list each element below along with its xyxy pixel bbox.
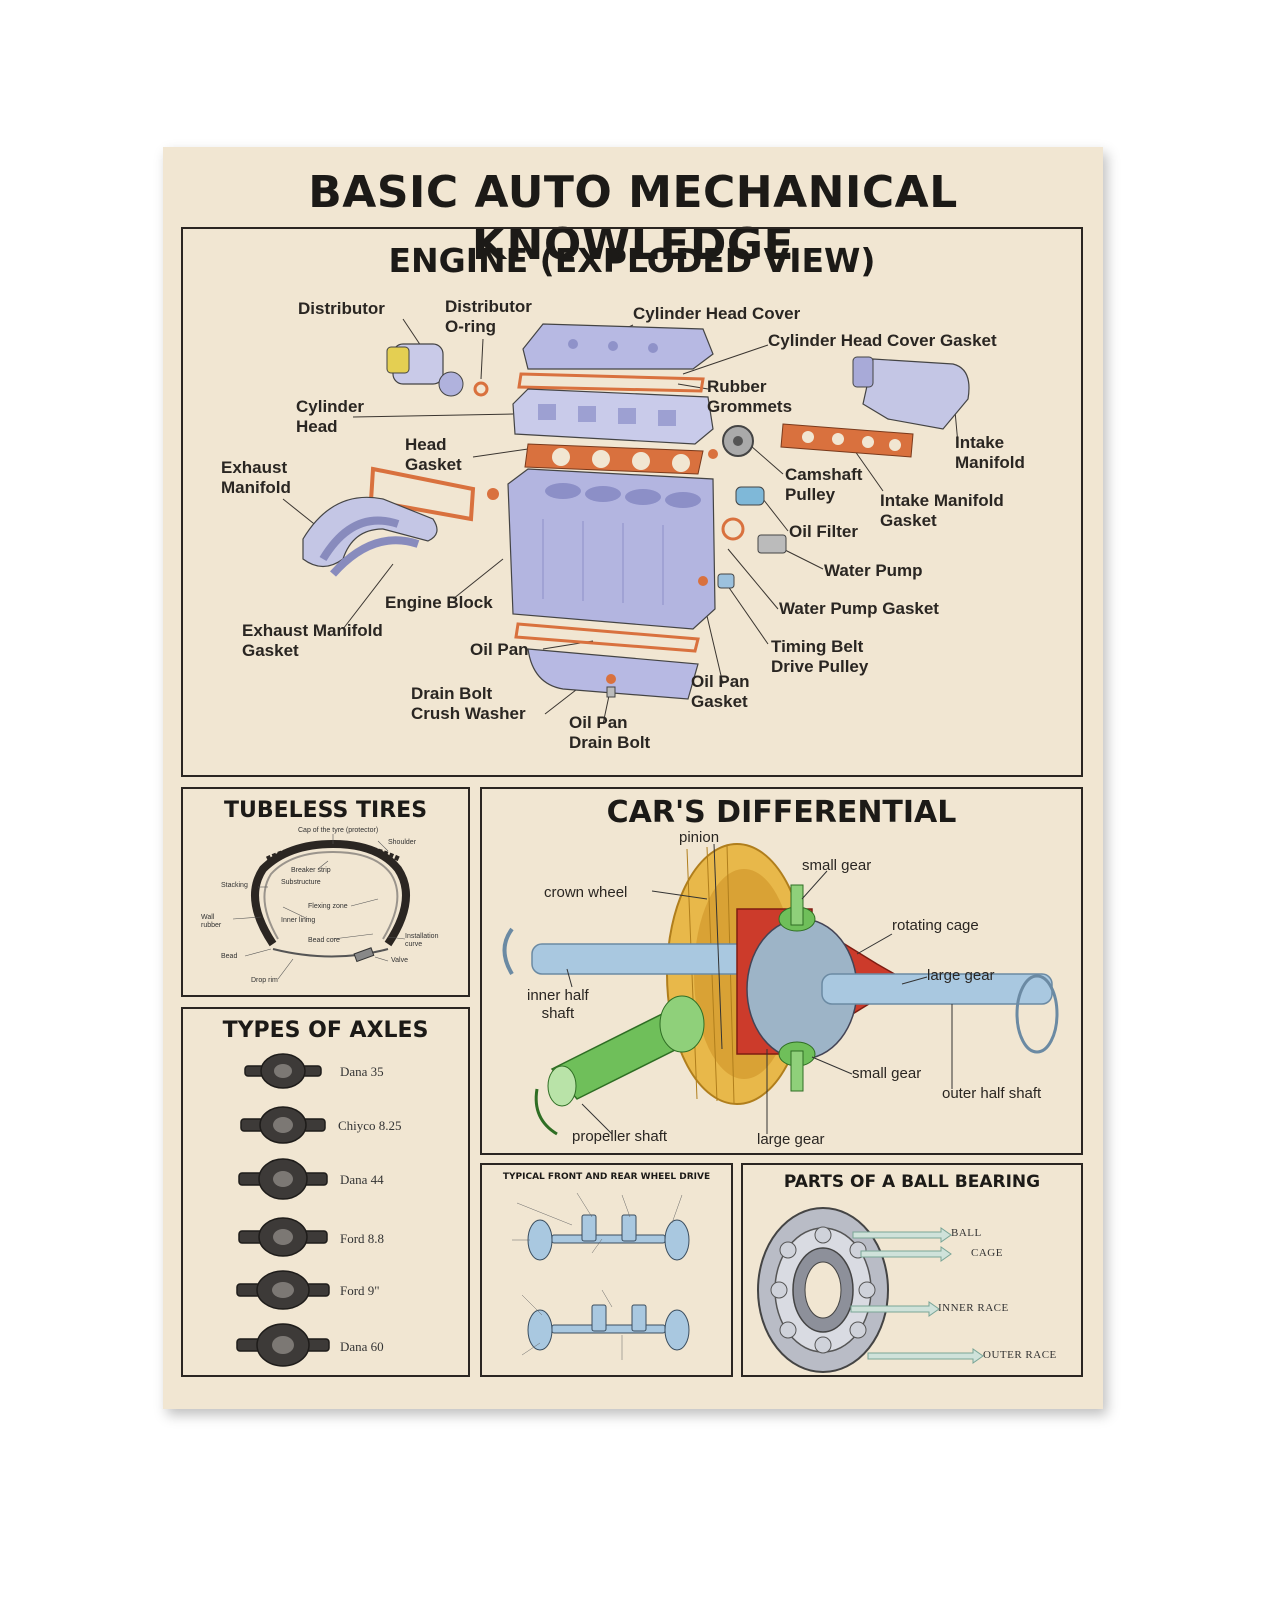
label-cylinder-head: Cylinder Head bbox=[296, 397, 365, 436]
tire-label-bead: Bead bbox=[221, 953, 238, 960]
label-camshaft-pulley: Camshaft Pulley bbox=[785, 465, 863, 504]
diff-label-inner-half-shaft: inner half shaft bbox=[527, 987, 589, 1022]
tire-label-valve: Valve bbox=[391, 957, 408, 964]
label-water-pump-gasket: Water Pump Gasket bbox=[779, 599, 939, 618]
differential-title: CAR'S DIFFERENTIAL bbox=[606, 795, 957, 830]
poster: BASIC AUTO MECHANICAL KNOWLEDGE ENGINE (… bbox=[163, 147, 1103, 1409]
bearing-label-cage: CAGE bbox=[971, 1247, 1003, 1259]
engine-title: ENGINE (EXPLODED VIEW) bbox=[388, 241, 876, 280]
tire-label-breaker: Breaker strip bbox=[291, 867, 331, 874]
axle-label-ford-88: Ford 8.8 bbox=[340, 1231, 385, 1246]
tire-label-shoulder: Shoulder bbox=[388, 839, 417, 846]
axle-label-dana-60: Dana 60 bbox=[340, 1339, 384, 1354]
diff-label-crown-wheel: crown wheel bbox=[544, 884, 628, 901]
wheel-drive-panel: TYPICAL FRONT AND REAR WHEEL DRIVE bbox=[480, 1163, 733, 1377]
differential-illustration bbox=[502, 843, 1059, 1136]
tire-label-substructure: Substructure bbox=[281, 879, 321, 886]
diff-label-rotating-cage: rotating cage bbox=[892, 917, 979, 934]
bearing-title: PARTS OF A BALL BEARING bbox=[783, 1172, 1041, 1192]
axle-label-chiyco-825: Chiyco 8.25 bbox=[338, 1118, 402, 1133]
tires-title: TUBELESS TIRES bbox=[223, 798, 428, 823]
tire-label-cap: Cap of the tyre (protector) bbox=[298, 827, 379, 834]
bearing-label-inner-race: INNER RACE bbox=[938, 1302, 1009, 1314]
tire-label-bead-core: Bead core bbox=[308, 937, 340, 944]
label-distributor-oring: Distributor O-ring bbox=[445, 297, 532, 336]
bearing-label-outer-race: OUTER RACE bbox=[983, 1349, 1057, 1361]
tire-cross-section bbox=[232, 834, 410, 980]
axles-title: TYPES OF AXLES bbox=[222, 1018, 429, 1043]
diff-label-small-gear-bottom: small gear bbox=[852, 1065, 922, 1082]
label-oil-pan-drain-bolt: Oil Pan Drain Bolt bbox=[569, 713, 651, 752]
label-exhaust-manifold: Exhaust Manifold bbox=[221, 458, 291, 497]
diff-label-outer-half-shaft: outer half shaft bbox=[942, 1085, 1042, 1102]
axle-label-dana-35: Dana 35 bbox=[340, 1064, 384, 1079]
axle-label-dana-44: Dana 44 bbox=[340, 1172, 384, 1187]
label-drain-bolt-crush-washer: Drain Bolt Crush Washer bbox=[411, 684, 526, 723]
tire-label-wall: Wall rubber bbox=[201, 914, 222, 929]
label-timing-belt-drive-pulley: Timing Belt Drive Pulley bbox=[771, 637, 869, 676]
axle-label-ford-9: Ford 9" bbox=[340, 1283, 380, 1298]
label-head-gasket: Head Gasket bbox=[405, 435, 462, 474]
tire-label-stacking: Stacking bbox=[221, 882, 248, 889]
label-distributor: Distributor bbox=[298, 299, 385, 318]
wheel-drive-illustration bbox=[512, 1192, 690, 1360]
bearing-label-ball: BALL bbox=[951, 1227, 982, 1239]
engine-illustration bbox=[282, 318, 970, 725]
diff-label-large-gear-right: large gear bbox=[927, 967, 995, 984]
tire-label-inner-lining: Inner lining bbox=[281, 917, 316, 924]
ball-bearing-illustration bbox=[757, 1207, 984, 1373]
diff-label-small-gear-top: small gear bbox=[802, 857, 872, 874]
axle-housings bbox=[236, 1053, 330, 1367]
diff-label-pinion: pinion bbox=[679, 829, 720, 846]
tire-label-installation: Installation curve bbox=[405, 933, 439, 948]
diff-label-large-gear-bottom: large gear bbox=[757, 1131, 825, 1148]
label-intake-manifold: Intake Manifold bbox=[955, 433, 1025, 472]
label-water-pump: Water Pump bbox=[824, 561, 923, 580]
wheel-drive-title: TYPICAL FRONT AND REAR WHEEL DRIVE bbox=[502, 1172, 711, 1182]
label-oil-pan: Oil Pan bbox=[470, 640, 529, 659]
label-rubber-grommets: Rubber Grommets bbox=[707, 377, 793, 416]
engine-panel: ENGINE (EXPLODED VIEW) bbox=[181, 227, 1083, 777]
label-exhaust-manifold-gasket: Exhaust Manifold Gasket bbox=[242, 621, 383, 660]
axles-panel: TYPES OF AXLES Dana 35 Chiyco 8.25 Dana … bbox=[181, 1007, 470, 1377]
tire-label-drop: Drop rim bbox=[251, 977, 278, 984]
label-cylinder-head-cover-gasket: Cylinder Head Cover Gasket bbox=[768, 331, 997, 350]
differential-panel: CAR'S DIFFERENTIAL bbox=[480, 787, 1083, 1155]
label-oil-pan-gasket: Oil Pan Gasket bbox=[691, 672, 750, 711]
label-engine-block: Engine Block bbox=[385, 593, 493, 612]
label-intake-manifold-gasket: Intake Manifold Gasket bbox=[880, 491, 1004, 530]
diff-label-propeller-shaft: propeller shaft bbox=[572, 1128, 668, 1145]
label-cylinder-head-cover: Cylinder Head Cover bbox=[633, 304, 801, 323]
label-oil-filter: Oil Filter bbox=[789, 522, 858, 541]
bearing-panel: PARTS OF A BALL BEARING BALL CAGE INNER … bbox=[741, 1163, 1083, 1377]
tires-panel: TUBELESS TIRES Cap of the tyre (protecto… bbox=[181, 787, 470, 997]
distributor-part bbox=[386, 343, 464, 397]
tire-label-flexing: Flexing zone bbox=[308, 903, 348, 910]
